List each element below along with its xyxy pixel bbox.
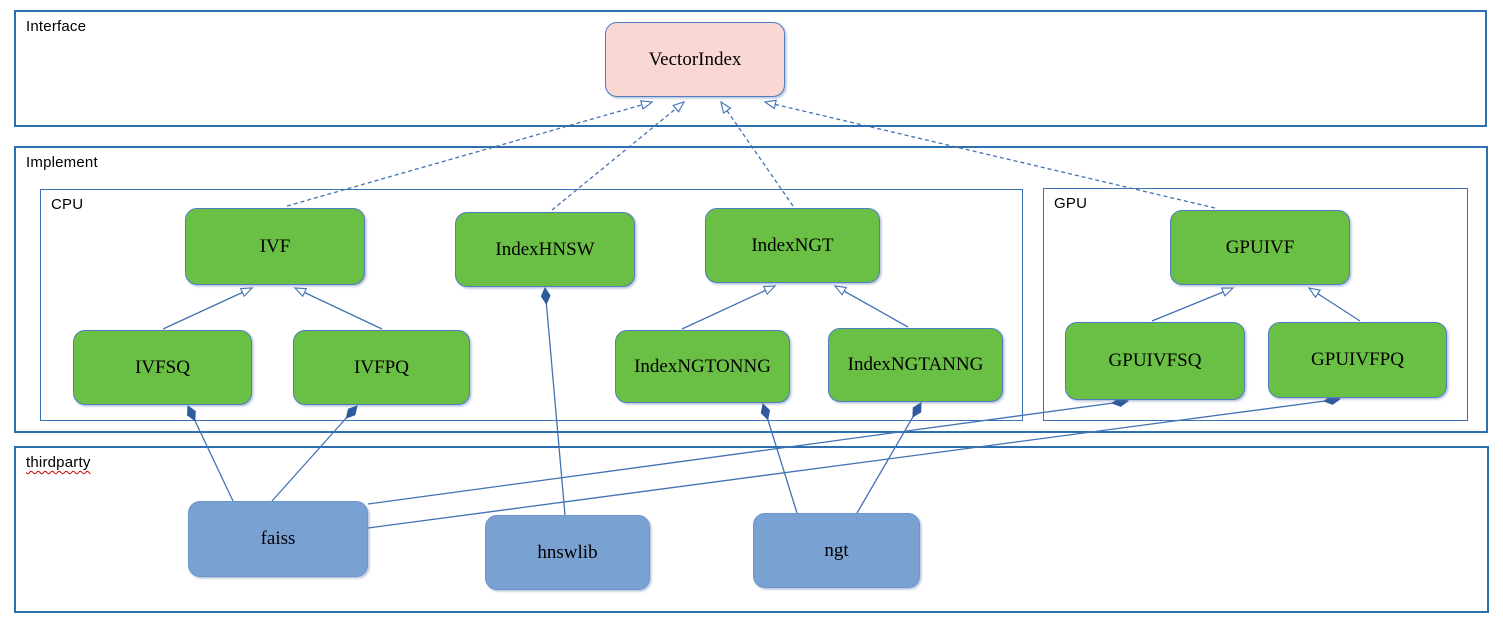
cpu-container-label: CPU	[51, 196, 84, 213]
node-ivfsq[interactable]: IVFSQ	[73, 330, 252, 405]
node-indexngt-label: IndexNGT	[751, 234, 834, 256]
node-ivfpq[interactable]: IVFPQ	[293, 330, 470, 405]
node-indexngt[interactable]: IndexNGT	[705, 208, 880, 283]
node-indexhnsw[interactable]: IndexHNSW	[455, 212, 635, 287]
interface-container-label: Interface	[26, 18, 87, 35]
node-indexngtonng[interactable]: IndexNGTONNG	[615, 330, 790, 403]
gpu-container-label: GPU	[1054, 195, 1088, 212]
node-ivfpq-label: IVFPQ	[354, 356, 409, 378]
node-gpuivfpq-label: GPUIVFPQ	[1311, 349, 1404, 370]
node-vectorindex[interactable]: VectorIndex	[605, 22, 785, 97]
node-indexngtonng-label: IndexNGTONNG	[634, 355, 771, 377]
node-gpuivfpq[interactable]: GPUIVFPQ	[1268, 322, 1447, 398]
node-gpuivf-label: GPUIVF	[1225, 236, 1295, 258]
node-vectorindex-label: VectorIndex	[648, 48, 742, 70]
thirdparty-container-label: thirdparty	[26, 454, 91, 471]
implement-container-label: Implement	[26, 154, 98, 171]
node-gpuivfsq-label: GPUIVFSQ	[1108, 350, 1202, 371]
node-gpuivf[interactable]: GPUIVF	[1170, 210, 1350, 285]
node-indexngtanng[interactable]: IndexNGTANNG	[828, 328, 1003, 402]
node-hnswlib[interactable]: hnswlib	[485, 515, 650, 590]
node-faiss-label: faiss	[260, 528, 296, 549]
node-ngt-label: ngt	[824, 539, 849, 561]
node-ivf-label: IVF	[259, 235, 291, 257]
node-ngt[interactable]: ngt	[753, 513, 920, 588]
node-gpuivfsq[interactable]: GPUIVFSQ	[1065, 322, 1245, 400]
node-faiss[interactable]: faiss	[188, 501, 368, 577]
node-hnswlib-label: hnswlib	[537, 541, 598, 563]
node-ivf[interactable]: IVF	[185, 208, 365, 285]
node-indexhnsw-label: IndexHNSW	[495, 238, 595, 260]
node-ivfsq-label: IVFSQ	[135, 356, 190, 378]
node-indexngtanng-label: IndexNGTANNG	[847, 354, 984, 375]
